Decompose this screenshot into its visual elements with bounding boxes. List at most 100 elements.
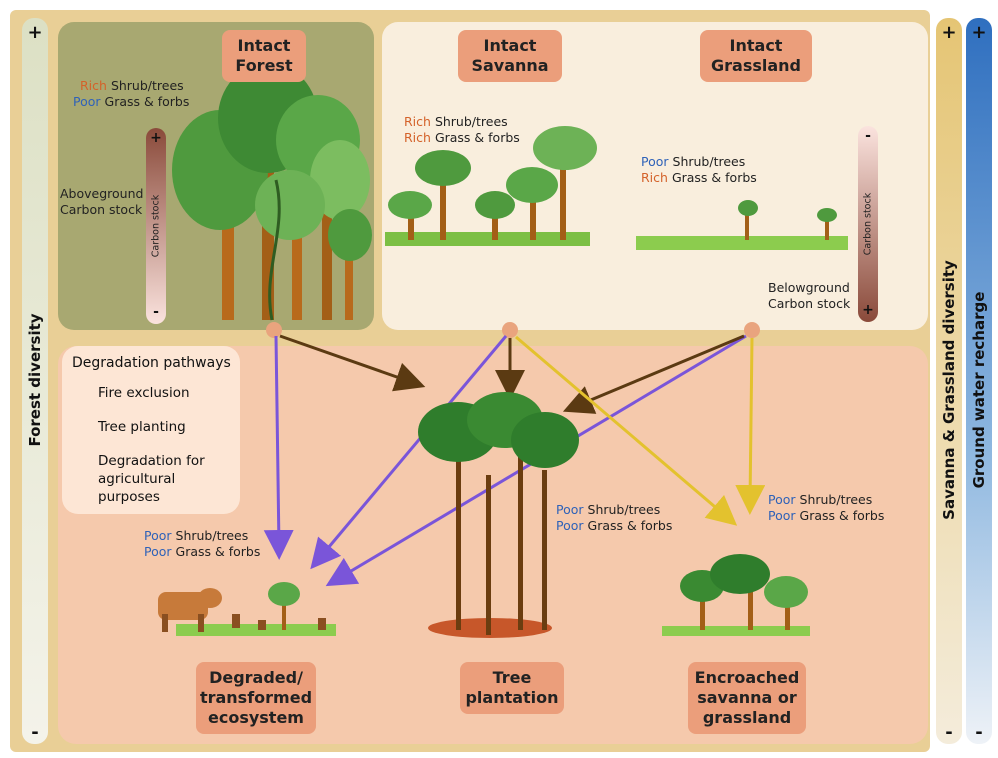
legend-fire-label: Fire exclusion — [98, 385, 190, 401]
grassland-carbon-note-line1: Belowground — [768, 280, 850, 295]
plantation-title-line1: Tree — [492, 668, 532, 687]
encroached-title: Encroached savanna or grassland — [688, 662, 806, 734]
forest-carbon-note-line2: Carbon stock — [60, 202, 143, 217]
forest-shrub-label: Shrub/trees — [110, 78, 184, 93]
grassland-illustration — [636, 200, 848, 250]
plantation-shrub-quality: Poor — [556, 502, 584, 517]
intact-forest-title: Intact Forest — [222, 30, 306, 82]
arrow-forest-to-degraded — [263, 335, 294, 560]
sg-diversity-minus: - — [945, 722, 953, 743]
savanna-shrub-text: Rich Shrub/trees — [404, 114, 508, 130]
savanna-grassland-diversity-bar — [936, 18, 962, 744]
encroached-shrub-label: Shrub/trees — [799, 492, 873, 507]
legend-degr-label: Degradation for agricultural purposes — [98, 452, 205, 506]
encroached-grass-text: Poor Grass & forbs — [768, 508, 884, 524]
forest-shrub-text: Rich Shrub/trees — [80, 78, 184, 94]
grassland-grass-quality: Rich — [641, 170, 668, 185]
grassland-shrub-quality: Poor — [641, 154, 669, 169]
legend-tree-label: Tree planting — [98, 419, 186, 435]
intact-savanna-title-line1: Intact — [483, 36, 537, 55]
forest-carbon-note: Aboveground Carbon stock — [60, 186, 143, 218]
degraded-title-line3: ecosystem — [208, 708, 304, 727]
gw-recharge-minus: - — [975, 722, 983, 743]
plantation-title-line2: plantation — [465, 688, 559, 707]
forest-carbon-plus: + — [150, 130, 162, 146]
grassland-shrub-text: Poor Shrub/trees — [641, 154, 745, 170]
forest-carbon-bar — [146, 128, 166, 324]
grassland-carbon-plus: + — [862, 302, 874, 318]
degraded-title-line2: transformed — [199, 688, 313, 707]
savanna-shrub-quality: Rich — [404, 114, 431, 129]
savanna-grass-label: Grass & forbs — [434, 130, 520, 145]
intact-savanna-title-line2: Savanna — [471, 56, 549, 75]
savanna-shrub-label: Shrub/trees — [434, 114, 508, 129]
forest-source-dot — [266, 322, 282, 338]
plantation-grass-label: Grass & forbs — [587, 518, 673, 533]
intact-forest-title-line2: Forest — [235, 56, 293, 75]
plantation-grass-text: Poor Grass & forbs — [556, 518, 672, 534]
forest-carbon-note-line1: Aboveground — [60, 186, 144, 201]
plantation-illustration — [418, 392, 579, 638]
degraded-shrub-quality: Poor — [144, 528, 172, 543]
savanna-grass-text: Rich Grass & forbs — [404, 130, 520, 146]
encroached-shrub-text: Poor Shrub/trees — [768, 492, 872, 508]
grassland-source-dot — [744, 322, 760, 338]
encroached-shrub-quality: Poor — [768, 492, 796, 507]
arrow-grassland-to-encroached — [735, 337, 766, 515]
forest-diversity-bar — [22, 18, 48, 744]
grassland-carbon-minus: - — [865, 128, 871, 144]
savanna-grass-quality: Rich — [404, 130, 431, 145]
legend-degr-line2: agricultural — [98, 471, 176, 487]
forest-grass-quality: Poor — [73, 94, 101, 109]
degraded-title: Degraded/ transformed ecosystem — [196, 662, 316, 734]
grassland-carbon-note-line2: Carbon stock — [768, 296, 851, 311]
intact-grassland-title-line1: Intact — [729, 36, 783, 55]
degraded-grass-label: Grass & forbs — [175, 544, 261, 559]
encroached-title-line2: savanna or — [697, 688, 797, 707]
encroached-grass-quality: Poor — [768, 508, 796, 523]
plantation-shrub-label: Shrub/trees — [587, 502, 661, 517]
degraded-shrub-text: Poor Shrub/trees — [144, 528, 248, 544]
intact-forest-title-line1: Intact — [237, 36, 291, 55]
degradation-pathways-legend — [62, 346, 240, 514]
forest-shrub-quality: Rich — [80, 78, 107, 93]
grassland-grass-text: Rich Grass & forbs — [641, 170, 757, 186]
degraded-grass-quality: Poor — [144, 544, 172, 559]
degraded-illustration — [158, 582, 336, 636]
intact-grassland-title: Intact Grassland — [700, 30, 812, 82]
encroached-grass-label: Grass & forbs — [799, 508, 885, 523]
gw-recharge-plus: + — [971, 22, 987, 43]
intact-grassland-title-line2: Grassland — [711, 56, 801, 75]
encroached-title-line3: grassland — [702, 708, 792, 727]
plantation-shrub-text: Poor Shrub/trees — [556, 502, 660, 518]
forest-carbon-minus: - — [153, 304, 159, 320]
arrow-savanna-to-encroached — [515, 335, 738, 526]
degraded-grass-text: Poor Grass & forbs — [144, 544, 260, 560]
legend-degr-line1: Degradation for — [98, 453, 205, 469]
grassland-grass-label: Grass & forbs — [671, 170, 757, 185]
grassland-carbon-bar-label: Carbon stock — [862, 192, 874, 256]
encroached-title-line1: Encroached — [694, 668, 800, 687]
forest-diversity-plus: + — [27, 22, 43, 43]
forest-grass-label: Grass & forbs — [104, 94, 190, 109]
grassland-shrub-label: Shrub/trees — [672, 154, 746, 169]
grassland-carbon-note: Belowground Carbon stock — [768, 280, 850, 312]
arrow-forest-to-plantation — [279, 334, 426, 392]
legend-title: Degradation pathways — [72, 355, 231, 371]
ground-water-recharge-bar — [966, 18, 992, 744]
forest-trees-illustration — [172, 63, 372, 321]
legend-degr-line3: purposes — [98, 489, 160, 505]
arrow-savanna-to-degraded — [310, 335, 508, 570]
forest-diversity-minus: - — [31, 722, 39, 743]
encroached-illustration — [662, 554, 810, 636]
degraded-shrub-label: Shrub/trees — [175, 528, 249, 543]
savanna-illustration — [385, 126, 597, 246]
intact-savanna-title: Intact Savanna — [458, 30, 562, 82]
forest-grass-text: Poor Grass & forbs — [73, 94, 189, 110]
arrow-grassland-to-plantation — [562, 334, 745, 414]
forest-carbon-bar-label: Carbon stock — [150, 194, 162, 258]
grassland-carbon-bar — [858, 126, 878, 322]
plantation-grass-quality: Poor — [556, 518, 584, 533]
